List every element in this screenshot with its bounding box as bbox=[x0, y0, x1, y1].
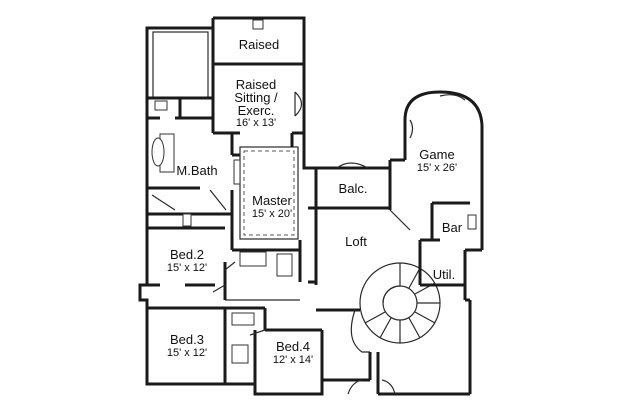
room-label-utility: Util. bbox=[432, 267, 456, 282]
room-label-loft: Loft bbox=[345, 234, 367, 249]
bed2-walls bbox=[147, 226, 302, 300]
room-label-raised-sitting-line3: Exerc. bbox=[237, 103, 275, 118]
master-suite-walls bbox=[147, 118, 299, 245]
loft-walls bbox=[308, 162, 441, 380]
room-label-balcony: Balc. bbox=[338, 181, 368, 196]
room-label-game: Game bbox=[419, 147, 455, 162]
room-label-bed4: Bed.4 bbox=[276, 339, 310, 354]
room-dims-bed4: 12' x 14' bbox=[272, 354, 314, 366]
closet-walls bbox=[147, 31, 213, 173]
game-room-walls bbox=[390, 90, 484, 302]
patio-outline bbox=[347, 300, 472, 396]
room-label-raised-sitting-line2: Sitting / bbox=[234, 90, 278, 105]
room-label-master: Master bbox=[252, 193, 292, 208]
bedrooms-south-walls bbox=[147, 299, 324, 394]
room-dims-bed2: 15' x 12' bbox=[166, 262, 208, 274]
room-dims-master: 15' x 20' bbox=[251, 208, 293, 220]
room-dims-game: 15' x 26' bbox=[416, 162, 458, 174]
room-label-bed3: Bed.3 bbox=[170, 332, 204, 347]
room-label-raised: Raised bbox=[238, 37, 280, 52]
room-label-bed2: Bed.2 bbox=[170, 247, 204, 262]
room-label-master-bath: M.Bath bbox=[176, 163, 218, 178]
room-label-bar: Bar bbox=[441, 220, 463, 235]
room-label-raised-sitting-line1: Raised bbox=[235, 77, 277, 92]
room-dims-raised-sitting: 16' x 13' bbox=[235, 117, 277, 129]
raised-area-walls bbox=[211, 18, 304, 135]
room-dims-bed3: 15' x 12' bbox=[166, 347, 208, 359]
